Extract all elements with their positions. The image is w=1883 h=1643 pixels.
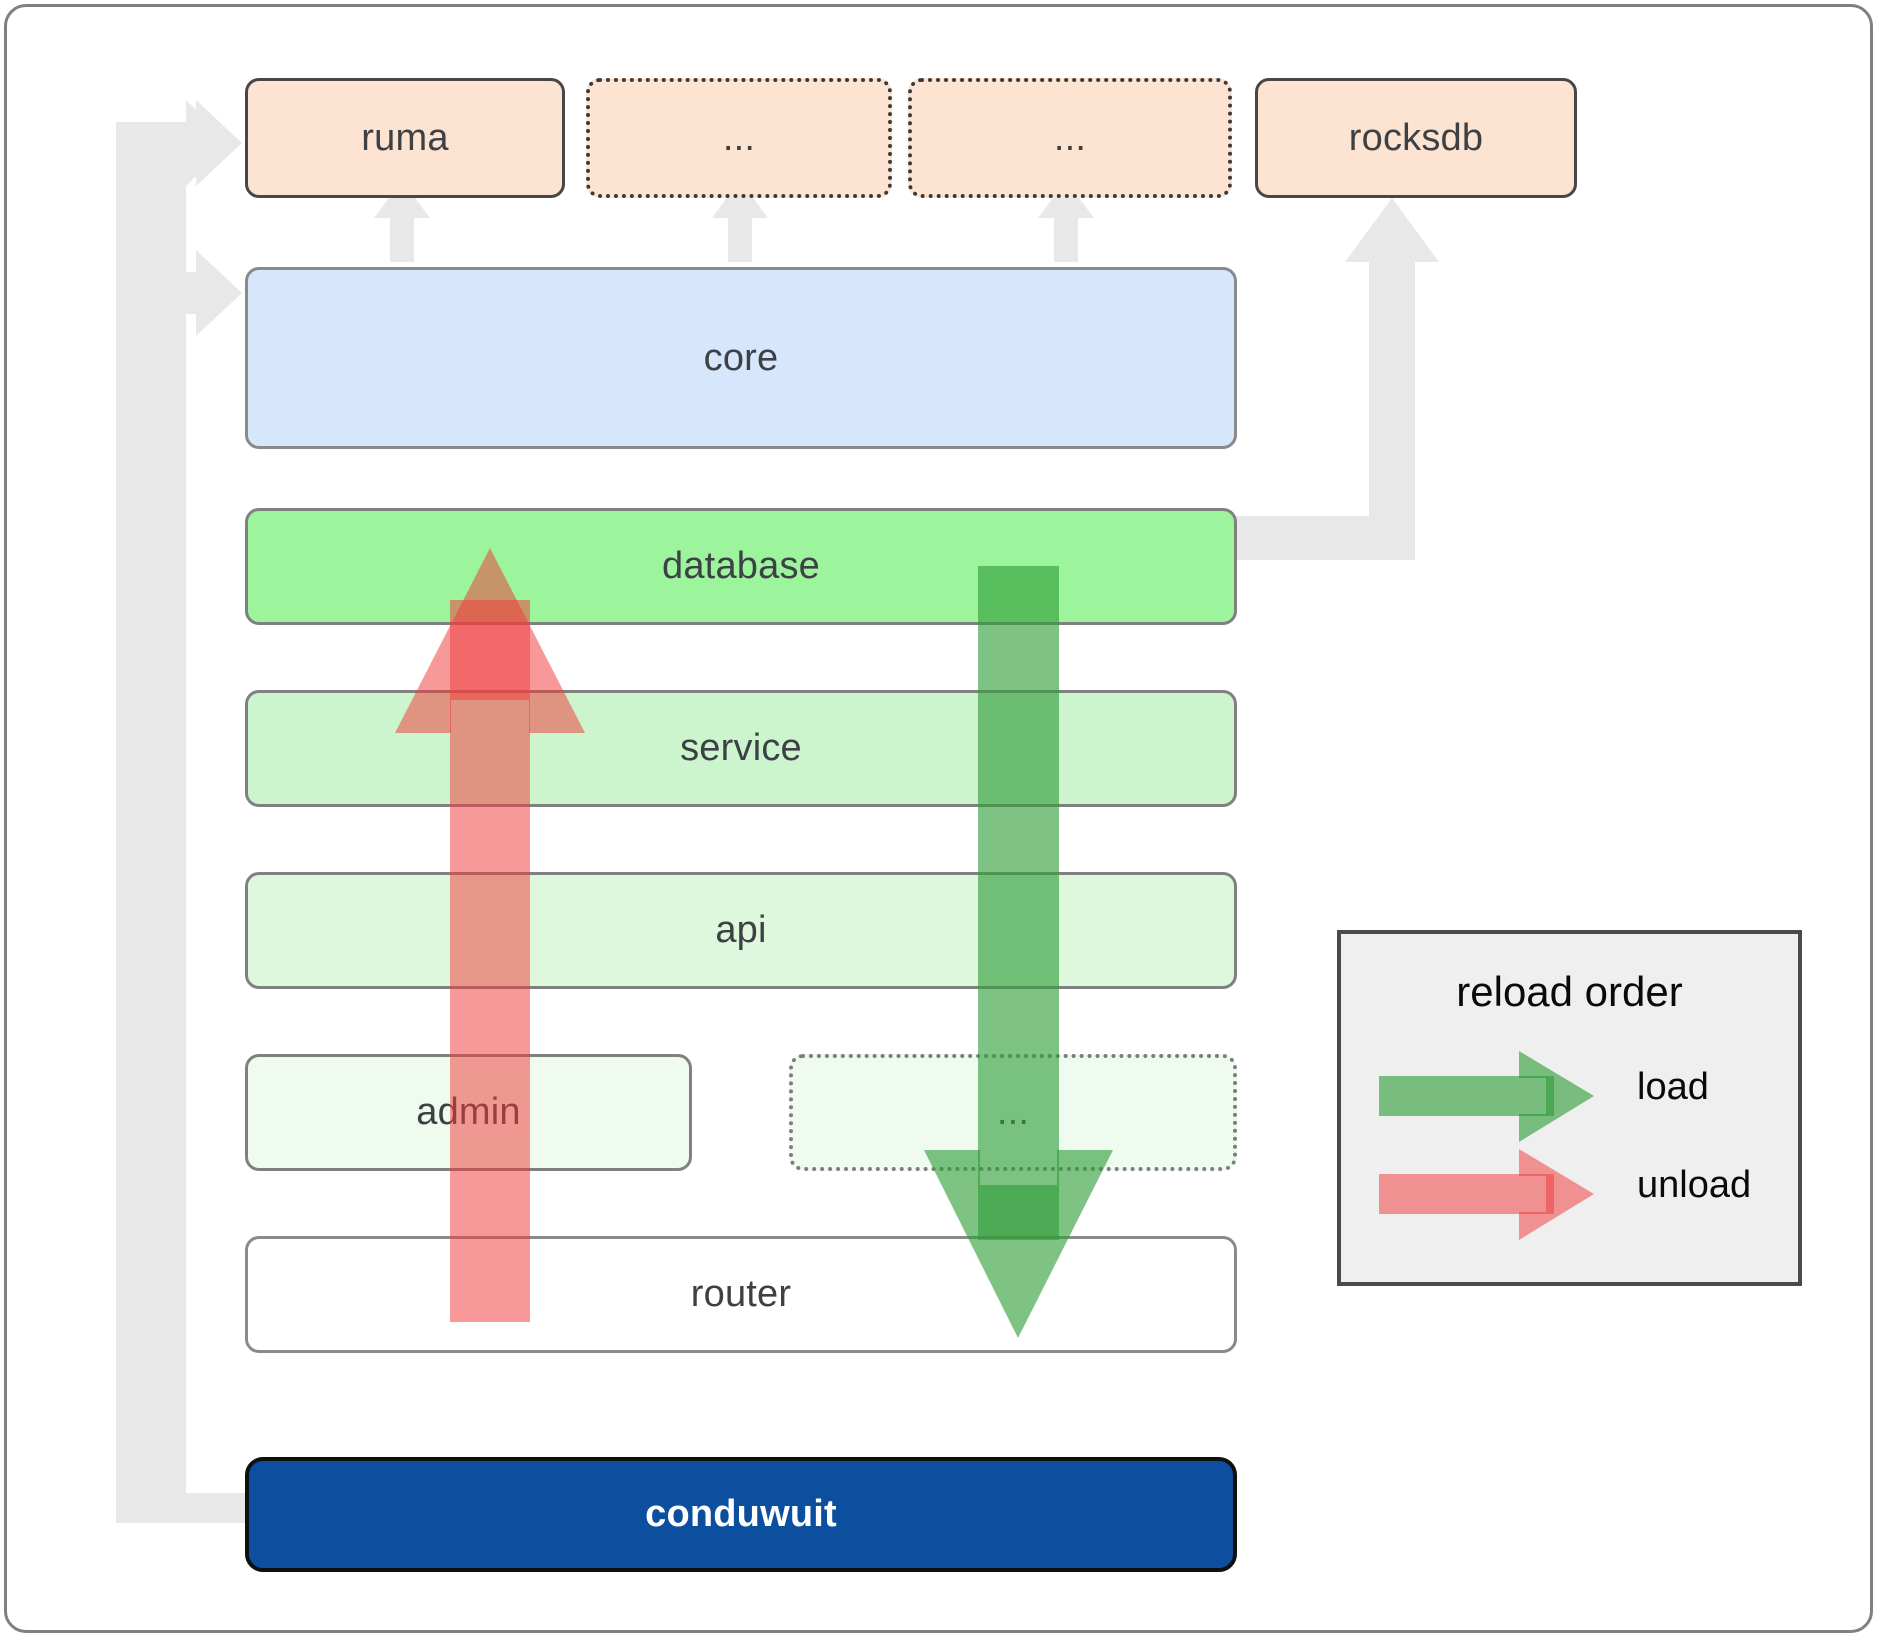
legend-entry-unload: unload — [1341, 1149, 1798, 1240]
diagram-frame — [4, 4, 1873, 1633]
layer-label: admin — [416, 1091, 521, 1133]
layer-label: service — [680, 727, 802, 769]
legend-panel: reload order load unload — [1337, 930, 1802, 1286]
load-arrow-icon — [1379, 1051, 1594, 1142]
layer-box-api[interactable]: api — [245, 872, 1237, 989]
layer-label: ... — [996, 1091, 1030, 1133]
layer-box-core[interactable]: core — [245, 267, 1237, 449]
legend-entry-load: load — [1341, 1051, 1798, 1142]
layer-box-admin[interactable]: admin — [245, 1054, 692, 1171]
layer-label: core — [703, 336, 779, 379]
legend-title: reload order — [1456, 968, 1683, 1015]
layer-label: api — [715, 909, 767, 951]
legend-label-load: load — [1637, 1066, 1709, 1108]
crate-label: ... — [1053, 116, 1087, 159]
application-label: conduwuit — [645, 1493, 837, 1535]
layer-box-more[interactable]: ... — [789, 1054, 1237, 1171]
layer-box-database[interactable]: database — [245, 508, 1237, 625]
layer-box-service[interactable]: service — [245, 690, 1237, 807]
application-box-conduwuit[interactable]: conduwuit — [245, 1457, 1237, 1572]
layer-label: router — [690, 1273, 792, 1315]
crate-box-ext-a[interactable]: ... — [586, 78, 892, 198]
legend-label-unload: unload — [1637, 1164, 1752, 1206]
crate-label: ruma — [361, 116, 449, 159]
crate-box-rocksdb[interactable]: rocksdb — [1255, 78, 1577, 198]
crate-label: ... — [722, 116, 756, 159]
unload-arrow-icon — [1379, 1149, 1594, 1240]
layer-box-router[interactable]: router — [245, 1236, 1237, 1353]
crate-label: rocksdb — [1348, 116, 1484, 159]
crate-box-ruma[interactable]: ruma — [245, 78, 565, 198]
layer-label: database — [662, 545, 820, 587]
crate-box-ext-b[interactable]: ... — [908, 78, 1232, 198]
